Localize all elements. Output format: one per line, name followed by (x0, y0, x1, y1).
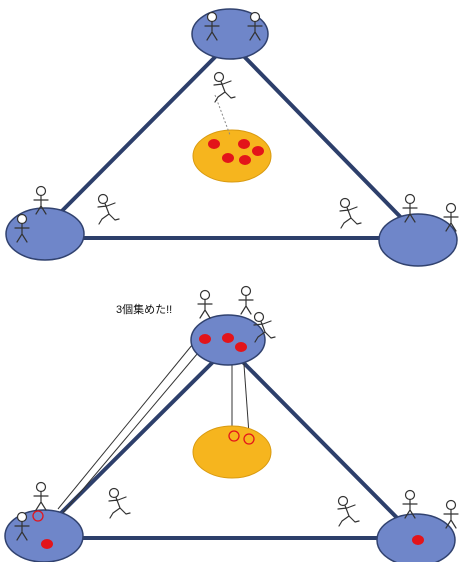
runner-figure (108, 487, 131, 519)
bottom-base-left (4, 509, 84, 562)
collected-three-annotation: 3個集めた!! (116, 304, 173, 316)
stick-figure (197, 289, 213, 319)
top-base-left (5, 207, 85, 261)
top-dotted-approach (214, 94, 231, 136)
ball (239, 155, 251, 165)
ball (235, 342, 247, 352)
stick-figure (238, 285, 254, 315)
empty-ball-slots (32, 430, 255, 522)
runner-figure (97, 193, 120, 225)
collected-balls (41, 333, 424, 549)
runner-figure (213, 71, 236, 103)
ball (238, 139, 250, 149)
ball (222, 153, 234, 163)
ball (41, 539, 53, 549)
top-base-right (378, 213, 458, 267)
bottom-carry-lines (57, 338, 250, 515)
ball (222, 333, 234, 343)
ball (412, 535, 424, 545)
bottom-panel (4, 285, 459, 562)
runner-figure (339, 197, 362, 229)
ball (252, 146, 264, 156)
ball (199, 334, 211, 344)
runner-figure (337, 495, 360, 527)
top-triangle-edges (43, 40, 420, 240)
stick-figure (33, 481, 49, 511)
empty-slot (32, 510, 44, 522)
empty-slot (228, 430, 240, 442)
ball (208, 139, 220, 149)
top-panel (5, 8, 459, 267)
empty-slot (243, 433, 255, 445)
top-center-balls (208, 139, 264, 165)
bottom-center-circle (192, 425, 272, 479)
